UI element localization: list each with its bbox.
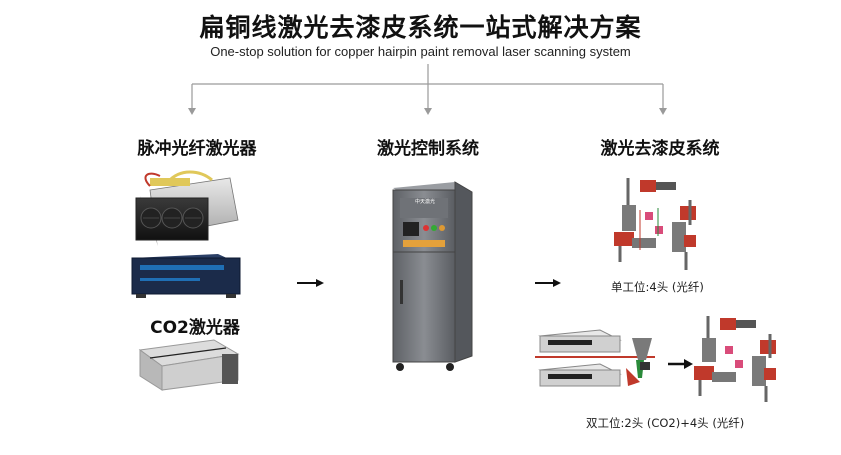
fiber-laser-image [135,170,239,246]
flow-arrow-2 [535,279,561,287]
page-subtitle: One-stop solution for copper hairpin pai… [210,44,631,59]
single-station-caption: 单工位:4头 (光纤) [611,280,704,294]
fiber-laser-heading: 脉冲光纤激光器 [137,139,257,159]
control-cabinet-image [392,181,473,371]
single-station-image [614,178,696,270]
flow-arrow-3 [668,359,693,369]
flow-arrow-1 [297,279,324,287]
control-system-heading: 激光控制系统 [377,139,479,159]
dual-station-lasers-image [535,329,655,387]
paint-removal-heading: 激光去漆皮系统 [600,139,720,159]
cabinet-brand-label: 中天激光 [414,199,435,205]
dual-station-heads-image [694,316,776,402]
dual-station-caption: 双工位:2头 (CO2)+4头 (光纤) [586,416,745,430]
connector-tree [191,64,664,110]
co2-laser-image [138,339,240,391]
connector-arrowheads [188,108,667,115]
co2-laser-heading: CO2激光器 [150,318,240,338]
page-title: 扁铜线激光去漆皮系统一站式解决方案 [199,13,642,42]
fiber-laser-rack-image [131,254,241,298]
